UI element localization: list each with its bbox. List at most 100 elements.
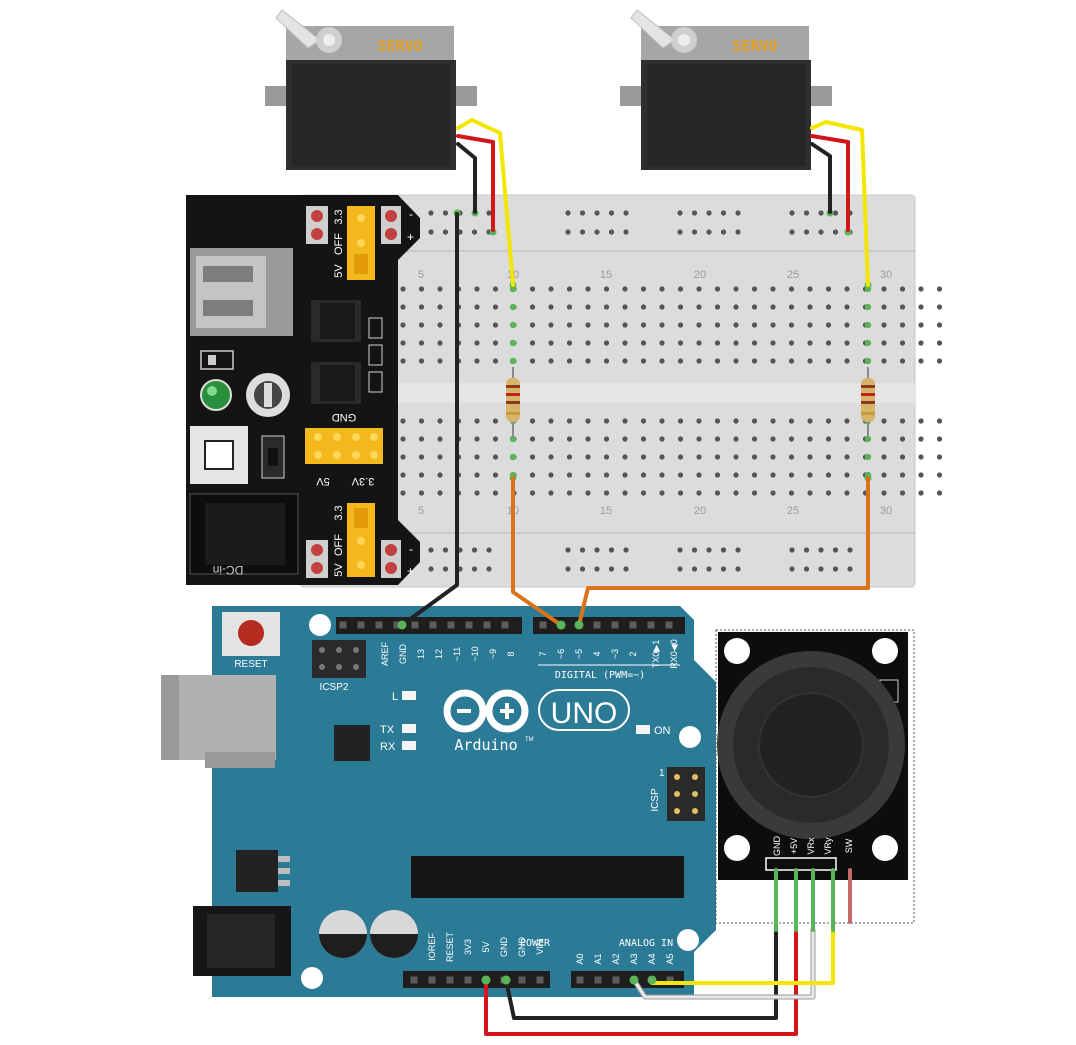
breadboard-hole bbox=[751, 418, 758, 424]
breadboard-hole bbox=[640, 304, 647, 310]
breadboard-hole bbox=[825, 472, 832, 478]
breadboard-hole bbox=[437, 358, 443, 364]
breadboard-hole bbox=[474, 286, 480, 292]
breadboard-hole bbox=[696, 340, 702, 346]
breadboard-hole bbox=[936, 358, 943, 364]
breadboard-hole bbox=[529, 286, 536, 292]
breadboard-hole bbox=[788, 472, 795, 478]
breadboard-hole bbox=[714, 436, 721, 442]
pin-9: ~9 bbox=[488, 649, 498, 659]
wire-servo2-yellow bbox=[810, 120, 870, 287]
breadboard-hole bbox=[770, 340, 776, 346]
rail-hole bbox=[471, 566, 478, 572]
rail-hole bbox=[818, 566, 824, 572]
power-pin-labels: IOREF RESET 3V3 5V GND GND VIN bbox=[427, 931, 545, 962]
breadboard-hole bbox=[844, 454, 850, 460]
breadboard-hole bbox=[437, 436, 443, 442]
v33-header-label: 3.3V bbox=[351, 475, 374, 487]
pin-gnd-1: GND bbox=[499, 937, 509, 958]
wire-endpoint bbox=[481, 975, 491, 985]
breadboard-hole bbox=[936, 472, 943, 478]
wire-endpoint bbox=[629, 975, 639, 985]
rail-hole bbox=[565, 547, 571, 553]
potentiometer[interactable] bbox=[246, 373, 290, 417]
pin-8: 8 bbox=[506, 651, 516, 656]
power-switch[interactable] bbox=[200, 350, 234, 370]
rail-hole bbox=[608, 547, 615, 553]
breadboard-hole bbox=[437, 490, 443, 496]
icsp2-header bbox=[312, 640, 366, 678]
pin-a1: A1 bbox=[593, 953, 603, 964]
breadboard-hole bbox=[659, 454, 665, 460]
rail-hole bbox=[832, 566, 839, 572]
rail-hole bbox=[594, 547, 600, 553]
breadboard-hole bbox=[622, 454, 628, 460]
breadboard-hole bbox=[825, 418, 832, 424]
rail-hole bbox=[486, 210, 492, 216]
wire-servo2-red bbox=[810, 134, 850, 232]
breadboard-hole bbox=[566, 322, 573, 328]
breadboard-hole bbox=[899, 418, 906, 424]
breadboard-hole bbox=[585, 322, 591, 328]
reset-button[interactable] bbox=[222, 612, 280, 656]
rail-hole bbox=[623, 566, 629, 572]
breadboard-hole bbox=[677, 304, 684, 310]
breadboard-hole bbox=[844, 358, 850, 364]
joystick-knob[interactable] bbox=[717, 651, 905, 839]
led-l-label: L bbox=[392, 691, 398, 703]
breadboard-hole bbox=[899, 322, 906, 328]
breadboard-hole bbox=[881, 304, 887, 310]
breadboard-hole bbox=[548, 472, 554, 478]
breadboard-hole bbox=[400, 472, 406, 478]
bb-col-num-bottom-15: 15 bbox=[600, 505, 612, 517]
breadboard-hole bbox=[807, 358, 813, 364]
breadboard-hole bbox=[585, 436, 591, 442]
breadboard-hole bbox=[918, 490, 924, 496]
breadboard-hole bbox=[936, 436, 943, 442]
breadboard-hole bbox=[844, 304, 850, 310]
rail-hole bbox=[706, 210, 712, 216]
capacitor-2 bbox=[370, 910, 418, 958]
breadboard-hole bbox=[585, 472, 591, 478]
breadboard-hole bbox=[474, 358, 480, 364]
pin-gnd-2: GND bbox=[517, 937, 527, 958]
header-pin bbox=[483, 621, 491, 629]
breadboard-hole bbox=[548, 454, 554, 460]
rail-hole bbox=[706, 547, 712, 553]
rail-hole bbox=[803, 210, 810, 216]
breadboard-hole bbox=[788, 358, 795, 364]
breadboard-hole bbox=[788, 490, 795, 496]
breadboard-hole bbox=[807, 490, 813, 496]
breadboard-hole bbox=[788, 286, 795, 292]
header-pin bbox=[539, 621, 547, 629]
rail-hole bbox=[847, 566, 853, 572]
breadboard-hole bbox=[714, 304, 721, 310]
icsp-label: ICSP bbox=[650, 788, 661, 812]
breadboard-hole bbox=[492, 436, 499, 442]
breadboard-hole bbox=[677, 454, 684, 460]
breadboard-hole bbox=[899, 472, 906, 478]
pin-vin: VIN bbox=[535, 939, 545, 954]
breadboard-hole bbox=[825, 436, 832, 442]
breadboard-hole bbox=[622, 472, 628, 478]
breadboard-hole bbox=[714, 454, 721, 460]
digital-pin-labels: AREF GND 13 12 ~11 ~10 ~9 8 7 ~6 ~5 4 ~3… bbox=[380, 639, 679, 668]
breadboard-hole bbox=[640, 454, 647, 460]
pin-4: 4 bbox=[592, 651, 602, 656]
breadboard-hole bbox=[548, 436, 554, 442]
breadboard-hole bbox=[788, 304, 795, 310]
breadboard-hole bbox=[603, 490, 610, 496]
breadboard-hole bbox=[492, 454, 499, 460]
rail-hole bbox=[594, 229, 600, 235]
bb-col-num-bottom-20: 20 bbox=[694, 505, 706, 517]
usb-b-port bbox=[161, 675, 276, 768]
breadboard-hole bbox=[899, 436, 906, 442]
rail-hole bbox=[442, 210, 449, 216]
breadboard-hole bbox=[677, 490, 684, 496]
power-push-button[interactable] bbox=[190, 426, 248, 484]
breadboard-hole bbox=[603, 358, 610, 364]
rail-hole bbox=[428, 229, 434, 235]
breadboard-hole bbox=[659, 490, 665, 496]
header-pin bbox=[612, 976, 620, 984]
breadboard-hole bbox=[807, 286, 813, 292]
